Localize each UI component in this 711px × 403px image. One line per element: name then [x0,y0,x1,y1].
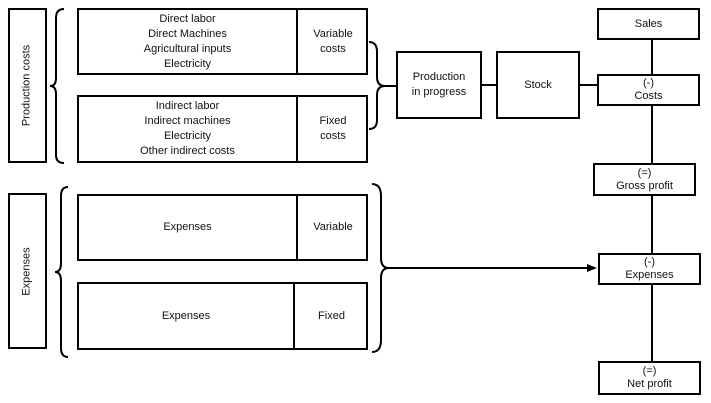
fixed-costs-box [77,95,368,163]
fixed-costs-divider [296,95,298,163]
fixed-item: Indirect labor [155,100,220,112]
stock-label: Stock [524,78,552,91]
fixed-cost-items: Indirect labor Indirect machines Electri… [79,97,296,161]
gross-profit-box [593,163,696,196]
net-profit-label: (=) Net profit [627,365,672,390]
fixed-costs-label: Fixed costs [319,115,347,142]
production-in-progress-label: Production in progress [411,71,467,98]
expenses-group-label: Expenses [20,247,33,296]
fixed-expenses-label: Fixed [318,309,345,322]
production-costs-label: Production costs [20,44,33,127]
expenses-bracket [54,186,69,358]
production-bracket [49,8,65,164]
stock-box [496,51,580,119]
net-profit-box [598,361,701,395]
gross-profit-label: (=) Gross profit [616,166,673,192]
production-in-progress-box [396,51,482,119]
variable-expenses-divider [296,194,298,261]
fixed-expenses-divider [293,282,295,350]
fixed-expenses-box [77,282,368,350]
expenses-deduction-box [598,253,701,285]
variable-expenses-item: Expenses [163,221,212,233]
fixed-expenses-item: Expenses [161,309,211,322]
expenses-deduction-label: (-) Expenses [625,256,674,281]
variable-item: Direct labor [159,12,216,25]
sales-box [597,8,700,40]
variable-item: Agricultural inputs [143,42,232,55]
costs-box [597,74,700,106]
fixed-item: Other indirect costs [140,145,235,157]
production-costs-group [8,8,47,163]
variable-expenses-label: Variable [313,221,353,233]
arrow-head [587,264,597,272]
expenses-group [8,193,47,349]
fixed-item: Indirect machines [144,115,231,127]
variable-item: Electricity [163,57,212,70]
expenses-right-bracket [371,183,390,353]
variable-costs-divider [296,8,298,75]
costs-label: (-) Costs [634,77,663,102]
variable-costs-label: Variable costs [313,27,353,55]
sales-label: Sales [634,17,663,30]
fixed-item: Electricity [163,130,212,142]
variable-cost-items: Direct labor Direct Machines Agricultura… [79,10,296,73]
production-right-bracket [368,41,386,130]
variable-costs-box [77,8,368,75]
variable-item: Direct Machines [148,27,227,40]
variable-expenses-box [77,194,368,261]
